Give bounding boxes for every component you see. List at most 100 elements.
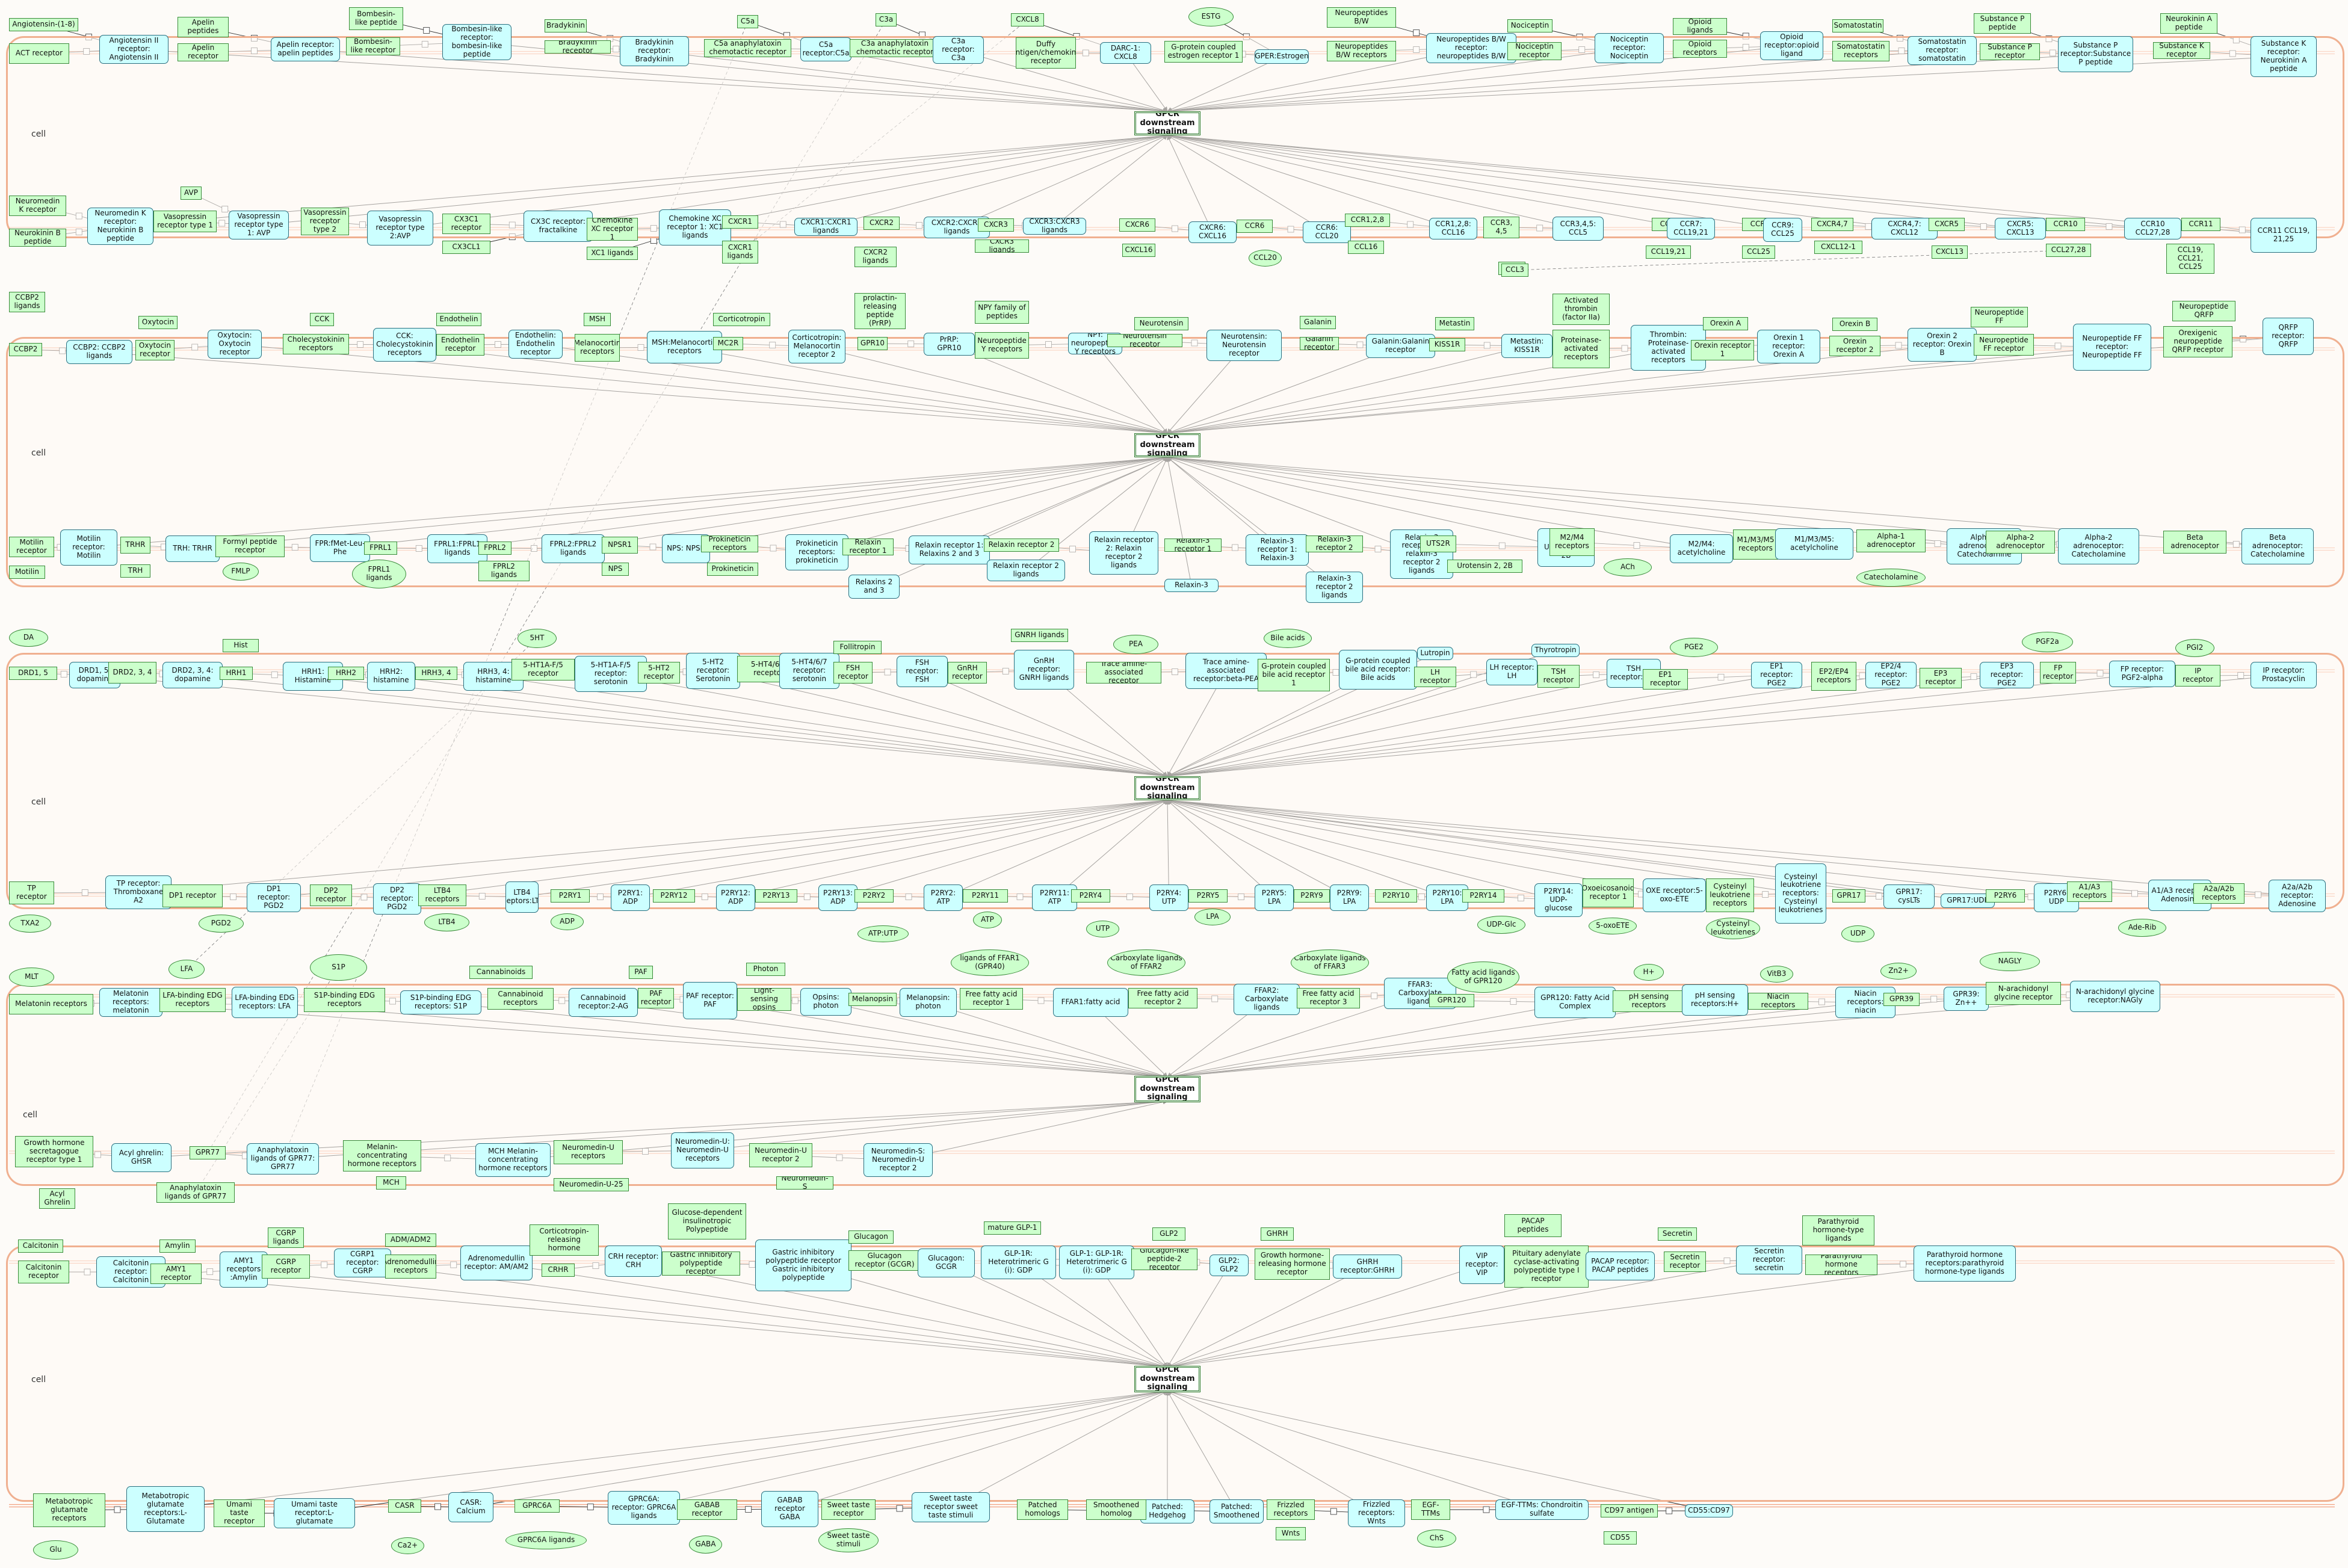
node-mc2r-cx[interactable]: Corticotropin: Melanocortin receptor 2 bbox=[788, 330, 845, 363]
node-gnrh-cx[interactable]: GnRH receptor: GNRH ligands bbox=[1014, 650, 1074, 690]
node-glp1-cx2[interactable]: GLP-1: GLP-1R: Heterotrimeric G (i): GDP bbox=[1059, 1245, 1134, 1279]
node-dp2-cx[interactable]: DP2 receptor: PGD2 bbox=[373, 883, 421, 915]
node-rxfp1-cx[interactable]: Relaxin receptor 1: Relaxins 2 and 3 bbox=[909, 536, 990, 564]
node-cck-r[interactable]: Cholecystokinin receptors bbox=[283, 334, 349, 354]
node-ana-lig[interactable]: Anaphylatoxin ligands of GPR77 bbox=[156, 1182, 235, 1203]
node-sweet-cx[interactable]: Sweet taste receptor sweet taste stimuli bbox=[912, 1492, 990, 1522]
node-apelin-cx[interactable]: Apelin receptor: apelin peptides bbox=[271, 37, 340, 61]
node-rxfp3-2[interactable]: Relaxin-3 receptor 2 bbox=[1306, 536, 1363, 552]
node-npy-r[interactable]: Neuropeptide Y receptors bbox=[975, 332, 1029, 359]
node-p2ry4-cx[interactable]: P2RY4: UTP bbox=[1149, 884, 1188, 911]
node-ffar1[interactable]: Free fatty acid receptor 1 bbox=[960, 988, 1023, 1010]
node-c3a[interactable]: C3a bbox=[876, 13, 897, 26]
node-hrh34[interactable]: HRH3, 4 bbox=[415, 667, 457, 680]
node-mch[interactable]: MCH bbox=[376, 1176, 406, 1190]
node-casr[interactable]: CASR bbox=[388, 1499, 421, 1513]
node-ccr10[interactable]: CCR10 bbox=[2046, 218, 2085, 231]
node-relaxin3[interactable]: Relaxin-3 bbox=[1164, 579, 1219, 592]
node-ghs-r[interactable]: Growth hormone secretagogue receptor typ… bbox=[15, 1136, 93, 1167]
node-subp-cx[interactable]: Substance P receptor:Substance P peptide bbox=[2058, 36, 2133, 72]
node-cb-cx[interactable]: Cannabinoid receptor:2-AG bbox=[569, 988, 638, 1017]
node-p2ry14-cx[interactable]: P2RY14: UDP-glucose bbox=[1534, 883, 1583, 917]
node-fsh-r[interactable]: FSH receptor bbox=[833, 662, 873, 684]
node-ffar1-cx[interactable]: FFAR1:fatty acid bbox=[1053, 988, 1128, 1017]
node-ca2[interactable]: Ca2+ bbox=[391, 1537, 424, 1554]
node-fsh[interactable]: Follitropin bbox=[833, 641, 882, 654]
node-photon[interactable]: Photon bbox=[746, 963, 785, 976]
node-oxe-cx[interactable]: OXE receptor:5-oxo-ETE bbox=[1643, 878, 1706, 912]
node-npff[interactable]: Neuropeptide FF bbox=[1971, 307, 2028, 327]
node-beta[interactable]: Beta adrenoceptor bbox=[2163, 531, 2226, 554]
node-qrfp-cx[interactable]: QRFP receptor: QRFP bbox=[2263, 318, 2314, 355]
node-fprl2[interactable]: FPRL2 bbox=[478, 542, 511, 555]
node-patched[interactable]: Patched homologs bbox=[1017, 1499, 1068, 1520]
node-endo[interactable]: Endothelin bbox=[436, 313, 481, 326]
node-ghrh-r[interactable]: Growth hormone-releasing hormone recepto… bbox=[1255, 1249, 1330, 1280]
node-ph-cx[interactable]: pH sensing receptors:H+ bbox=[1682, 984, 1748, 1016]
node-ccbp2[interactable]: CCBP2 bbox=[9, 343, 42, 356]
node-xc-cx[interactable]: Chemokine XC receptor 1: XC1 ligands bbox=[659, 209, 731, 245]
node-ang-lig[interactable]: Angiotensin-(1-8) bbox=[9, 18, 78, 31]
node-nmb-cx[interactable]: Neuromedin K receptor: Neurokinin B pept… bbox=[87, 208, 153, 245]
node-b3-hub[interactable]: GPCR downstream signaling bbox=[1134, 776, 1200, 800]
node-egf-cx[interactable]: EGF-TTMs: Chondroitin sulfate bbox=[1495, 1499, 1589, 1520]
node-cxcr5-cx[interactable]: CXCR5: CXCL13 bbox=[1995, 218, 2046, 239]
node-ghrh[interactable]: GHRH bbox=[1261, 1227, 1294, 1241]
node-brady[interactable]: Bradykinin bbox=[545, 19, 587, 32]
node-cxcr4-cx[interactable]: CXCR4,7: CXCL12 bbox=[1871, 218, 1938, 239]
node-noci-r[interactable]: Nociceptin receptor bbox=[1507, 42, 1562, 60]
node-opsin[interactable]: Light-sensing opsins bbox=[737, 988, 791, 1011]
node-gprc6a-cx[interactable]: GPRC6A: receptor: GPRC6A ligands bbox=[608, 1491, 680, 1525]
node-pacap-r[interactable]: Pituitary adenylate cyclase-activating p… bbox=[1504, 1245, 1589, 1288]
node-ghrh-cx[interactable]: GHRH receptor:GHRH bbox=[1333, 1255, 1402, 1279]
node-umami-r[interactable]: Umami taste receptor bbox=[214, 1499, 265, 1527]
node-fpr-cx[interactable]: FPR:fMet-Leu-Phe bbox=[310, 534, 370, 562]
node-cxcl16a[interactable]: CXCL16 bbox=[1122, 244, 1155, 257]
node-c5a-r[interactable]: C5a anaphylatoxin chemotactic receptor bbox=[704, 39, 791, 57]
node-ip-cx[interactable]: IP receptor: Prostacyclin bbox=[2251, 662, 2317, 688]
node-bomb-pep[interactable]: Bombesin-like peptide bbox=[349, 7, 403, 30]
node-c5a-cx[interactable]: C5a receptor:C5a bbox=[800, 37, 851, 61]
node-oxoete[interactable]: 5-oxoETE bbox=[1589, 918, 1637, 934]
node-oxy-r[interactable]: Oxytocin receptor bbox=[135, 340, 175, 360]
node-atp[interactable]: ATP bbox=[973, 912, 1002, 928]
node-p2ry10-cx[interactable]: P2RY10: LPA bbox=[1426, 884, 1468, 911]
node-s1p[interactable]: S1P bbox=[310, 954, 367, 981]
node-nms-cx[interactable]: Neuromedin-S: Neuromedin-U receptor 2 bbox=[864, 1143, 933, 1177]
node-egf[interactable]: EGF-TTMs bbox=[1411, 1499, 1450, 1520]
node-gpr120[interactable]: GPR120 bbox=[1429, 994, 1474, 1007]
node-cd55-cx[interactable]: CD55:CD97 bbox=[1685, 1504, 1733, 1517]
node-ox1r[interactable]: Orexin receptor 1 bbox=[1691, 340, 1754, 360]
node-nmu-r[interactable]: Neuromedin-U receptors bbox=[554, 1140, 623, 1164]
node-ccr128[interactable]: CCR1,2,8 bbox=[1345, 214, 1390, 227]
node-calc-cx[interactable]: Calcitonin receptor: Calcitonin bbox=[96, 1256, 165, 1288]
node-ang-cx[interactable]: Angiotensin II receptor: Angiotensin II bbox=[99, 35, 168, 64]
node-npff-r[interactable]: Neuropeptide FF receptor bbox=[1974, 334, 2034, 356]
node-nmu2[interactable]: Neuromedin-U receptor 2 bbox=[749, 1143, 812, 1167]
node-cyslt-r[interactable]: Cysteinyl leukotriene receptors bbox=[1706, 878, 1754, 912]
node-msh[interactable]: MSH bbox=[584, 313, 611, 326]
node-gpr120-cx[interactable]: GPR120: Fatty Acid Complex bbox=[1534, 987, 1616, 1018]
node-soma-cx[interactable]: Somatostatin receptor: somatostatin bbox=[1908, 36, 1977, 65]
node-ccr7-cx[interactable]: CCR7: CCL19,21 bbox=[1667, 218, 1715, 239]
node-oxy[interactable]: Oxytocin bbox=[138, 316, 178, 329]
node-hh-cx[interactable]: Patched: Hedgehog bbox=[1140, 1499, 1194, 1523]
node-paf-cx[interactable]: PAF receptor: PAF bbox=[683, 982, 737, 1019]
node-fp[interactable]: FP receptor bbox=[2040, 662, 2076, 684]
node-relaxin23[interactable]: Relaxins 2 and 3 bbox=[848, 575, 900, 599]
node-ltb4r[interactable]: LTB4 receptors bbox=[418, 884, 466, 906]
node-gpr39[interactable]: GPR39 bbox=[1883, 993, 1920, 1006]
node-fprl1-lig[interactable]: FPRL1 ligands bbox=[352, 560, 406, 588]
node-act-r[interactable]: ACT receptor bbox=[9, 43, 69, 64]
node-c3a-cx[interactable]: C3a receptor: C3a bbox=[933, 36, 984, 64]
node-duffy[interactable]: Duffy antigen/chemokine receptor bbox=[1016, 37, 1076, 69]
node-nmb[interactable]: Neurokinin B peptide bbox=[9, 229, 66, 247]
node-gpr17[interactable]: GPR17 bbox=[1832, 889, 1865, 903]
node-cgrp-r[interactable]: CGRP receptor bbox=[262, 1255, 310, 1279]
node-hrh2[interactable]: HRH2 bbox=[328, 667, 364, 680]
node-subp-r[interactable]: Substance P receptor bbox=[1980, 43, 2040, 60]
node-glp1-cx[interactable]: GLP-1R: Heterotrimeric G (i): GDP bbox=[981, 1245, 1056, 1279]
node-b4-hub[interactable]: GPCR downstream signaling bbox=[1134, 1076, 1200, 1102]
node-zn[interactable]: Zn2+ bbox=[1880, 963, 1917, 980]
node-adm[interactable]: ADM/ADM2 bbox=[385, 1233, 436, 1247]
